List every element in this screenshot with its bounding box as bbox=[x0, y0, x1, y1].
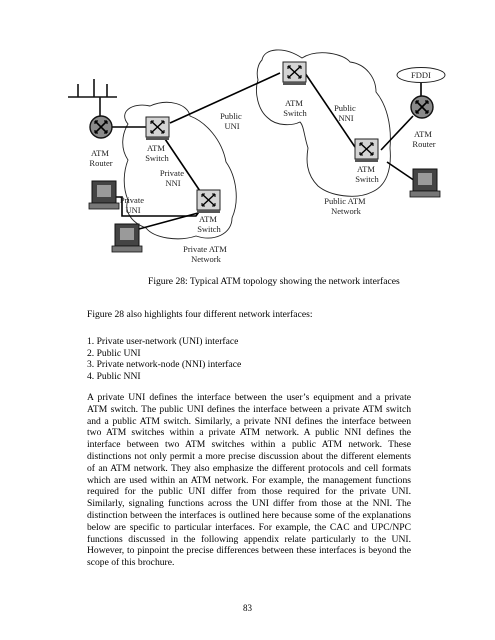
public-uni-label: Public UNI bbox=[220, 111, 244, 131]
interface-list: 1. Private user-network (UNI) interface … bbox=[87, 336, 241, 382]
link-workstation-bottom bbox=[138, 212, 199, 230]
fddi-label: FDDI bbox=[411, 70, 431, 80]
workstation-right-icon bbox=[409, 168, 441, 198]
network-links bbox=[111, 72, 422, 230]
private-nni-label: Private NNI bbox=[160, 168, 186, 188]
atm-switch-private-top-label: ATM Switch bbox=[145, 143, 169, 163]
atm-router-left-label: ATM Router bbox=[89, 148, 112, 168]
private-network-cloud bbox=[122, 102, 237, 240]
atm-router-left-icon bbox=[89, 115, 113, 139]
atm-switch-public-top-icon bbox=[282, 61, 307, 85]
page-number: 83 bbox=[243, 603, 252, 613]
figure-caption: Figure 28: Typical ATM topology showing … bbox=[148, 276, 400, 287]
fddi-ring bbox=[396, 67, 446, 83]
link-public-uni bbox=[169, 72, 281, 124]
atm-router-right-icon bbox=[410, 95, 434, 119]
list-item: 3. Private network-node (NNI) interface bbox=[87, 359, 242, 371]
public-atm-network-label: Public ATM Network bbox=[324, 196, 367, 216]
lan-bus-left bbox=[68, 79, 117, 117]
atm-switch-private-top-icon bbox=[145, 116, 170, 140]
atm-router-right-label: ATM Router bbox=[412, 129, 435, 149]
link-public-to-router bbox=[380, 115, 414, 151]
list-item: 1. Private user-network (UNI) interface bbox=[87, 336, 239, 347]
workstation-bottom-icon bbox=[111, 223, 143, 253]
public-network-cloud bbox=[256, 49, 391, 197]
public-nni-label: Public NNI bbox=[334, 103, 358, 123]
atm-switch-public-right-label: ATM Switch bbox=[355, 164, 379, 184]
workstation-left-icon bbox=[88, 180, 120, 210]
body-paragraph: A private UNI defines the interface betw… bbox=[87, 392, 411, 569]
link-private-nni bbox=[162, 135, 201, 192]
atm-topology-diagram: FDDI bbox=[68, 49, 446, 264]
intro-sentence: Figure 28 also highlights four different… bbox=[87, 309, 313, 320]
list-item: 4. Public NNI bbox=[87, 370, 141, 382]
private-atm-network-label: Private ATM Network bbox=[183, 244, 229, 264]
list-item: 2. Public UNI bbox=[87, 347, 141, 359]
atm-switch-private-bottom-icon bbox=[196, 189, 221, 213]
atm-switch-public-right-icon bbox=[354, 138, 379, 162]
link-public-nni bbox=[304, 72, 356, 148]
private-uni-label: Private UNI bbox=[120, 195, 146, 215]
atm-switch-public-top-label: ATM Switch bbox=[283, 98, 307, 118]
atm-switch-private-bottom-label: ATM Switch bbox=[197, 214, 221, 234]
